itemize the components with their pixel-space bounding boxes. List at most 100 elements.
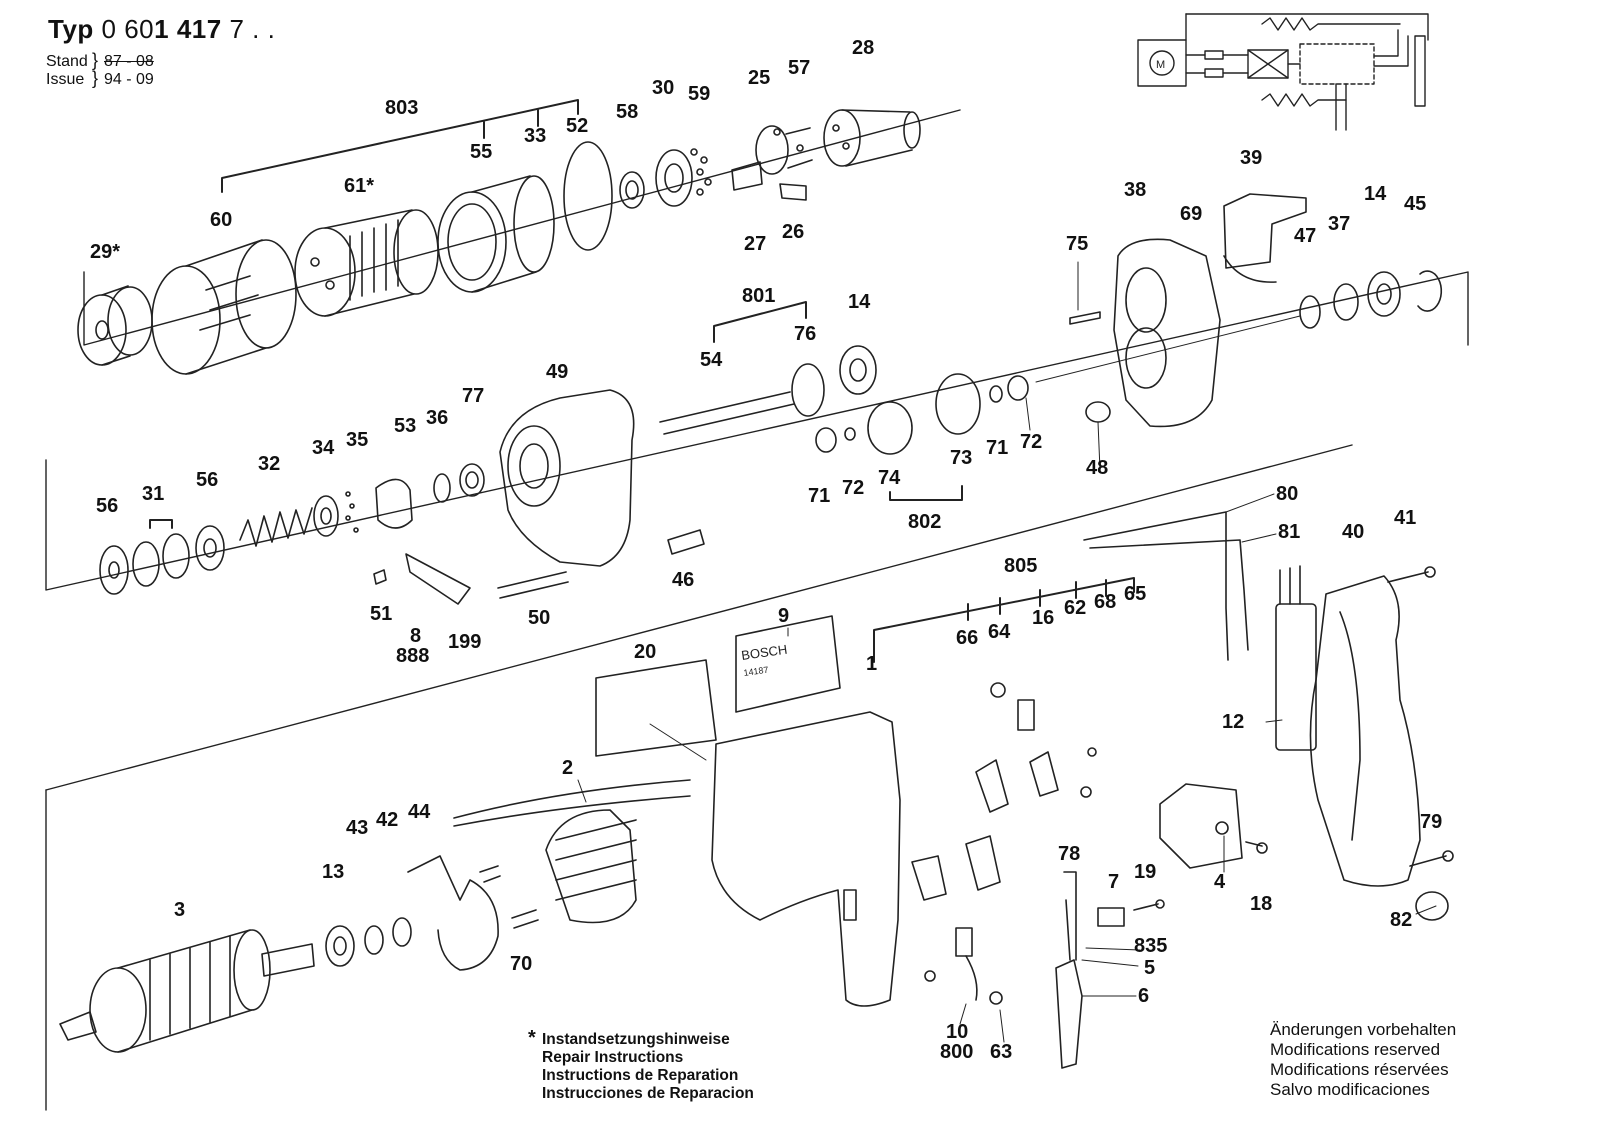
part-label: 12: [1222, 711, 1245, 733]
part-label: 19: [1134, 861, 1157, 883]
leader-lines: [577, 261, 1437, 1043]
part-label: 835: [1134, 935, 1168, 957]
repair-instructions-note: * Instandsetzungshinweise Repair Instruc…: [528, 1028, 754, 1103]
part-label: 29*: [90, 241, 121, 263]
gear-housing-assembly: [99, 193, 1443, 605]
revision-block: Stand}87 - 08 Issue}94 - 09: [46, 50, 154, 88]
repair-line: Repair Instructions: [542, 1049, 684, 1066]
part-label: 68: [1094, 591, 1117, 613]
stand-value: 87 - 08: [104, 53, 154, 70]
part-label: 74: [878, 467, 901, 489]
part-label: 31: [142, 483, 165, 505]
part-label: 70: [510, 953, 533, 975]
part-label: 6: [1138, 985, 1150, 1007]
type-bold: 1 417: [154, 14, 222, 44]
part-label: 81: [1278, 521, 1301, 543]
part-label: 41: [1394, 507, 1417, 529]
part-label: 5: [1144, 957, 1156, 979]
part-label: 56: [196, 469, 219, 491]
modification-line: Modifications reserved: [1270, 1040, 1441, 1059]
part-label: 61*: [344, 175, 375, 197]
part-label: 49: [546, 361, 569, 383]
part-label: 53: [394, 415, 417, 437]
part-label: 80: [1276, 483, 1299, 505]
part-label: 46: [672, 569, 695, 591]
part-label: 20: [634, 641, 657, 663]
type-prefix: 0 60: [101, 14, 155, 44]
part-label: 60: [210, 209, 233, 231]
part-label: 38: [1124, 179, 1147, 201]
repair-line: Instructions de Reparation: [542, 1067, 739, 1084]
part-label: 51: [370, 603, 393, 625]
issue-value: 94 - 09: [104, 71, 154, 88]
part-label: 805: [1004, 555, 1038, 577]
part-label: 800: [940, 1041, 974, 1063]
motor-housing-assembly: BOSCH 14187: [59, 511, 1454, 1069]
part-label: 4: [1214, 871, 1226, 893]
part-label: 78: [1058, 843, 1081, 865]
badge-number: 14187: [743, 665, 769, 678]
part-label: 2: [562, 757, 574, 779]
part-label: 16: [1032, 607, 1055, 629]
part-label: 50: [528, 607, 551, 629]
part-label: 77: [462, 385, 485, 407]
part-label: 73: [950, 447, 973, 469]
part-label: 14: [1364, 183, 1387, 205]
part-label: 71: [986, 437, 1009, 459]
part-label: 7: [1108, 871, 1120, 893]
group-brackets: [149, 99, 1135, 663]
part-label: 36: [426, 407, 449, 429]
part-label: 59: [688, 83, 711, 105]
part-label: 3: [174, 899, 186, 921]
type-label: Typ: [48, 14, 94, 44]
asterisk-marker: *: [528, 1027, 536, 1049]
part-label: 52: [566, 115, 589, 137]
part-label: 45: [1404, 193, 1427, 215]
part-label: 76: [794, 323, 817, 345]
part-label: 72: [842, 477, 865, 499]
part-label: 28: [852, 37, 875, 59]
part-label: 10: [946, 1021, 969, 1043]
part-label: 66: [956, 627, 979, 649]
part-label: 58: [616, 101, 639, 123]
part-label: 26: [782, 221, 805, 243]
type-suffix: 7 . .: [221, 14, 276, 44]
part-label: 27: [744, 233, 767, 255]
section-frames: [45, 109, 1469, 1111]
part-label: 14: [848, 291, 871, 313]
issue-label: Issue: [46, 71, 85, 88]
part-label: 65: [1124, 583, 1147, 605]
schematic-motor: M: [1156, 59, 1165, 71]
part-label: 25: [748, 67, 771, 89]
part-label: 802: [908, 511, 942, 533]
part-label: 1: [866, 653, 878, 675]
part-label: 33: [524, 125, 547, 147]
part-label: 47: [1294, 225, 1317, 247]
chuck-assembly: [77, 109, 921, 375]
part-label: 30: [652, 77, 675, 99]
part-label: 8: [410, 625, 422, 647]
part-label: 35: [346, 429, 369, 451]
part-label: 43: [346, 817, 369, 839]
part-label: 37: [1328, 213, 1351, 235]
repair-line: Instrucciones de Reparacion: [542, 1085, 754, 1102]
type-number: Typ 0 601 417 7 . .: [48, 14, 275, 45]
part-label: 79: [1420, 811, 1443, 833]
repair-line: Instandsetzungshinweise: [542, 1031, 730, 1048]
modification-line: Salvo modificaciones: [1270, 1080, 1430, 1099]
badge-text: BOSCH: [740, 642, 788, 663]
part-label: 801: [742, 285, 776, 307]
part-label: 69: [1180, 203, 1203, 225]
part-label: 55: [470, 141, 493, 163]
part-label: 40: [1342, 521, 1365, 543]
part-label: 34: [312, 437, 335, 459]
part-label: 72: [1020, 431, 1043, 453]
part-label: 39: [1240, 147, 1263, 169]
modification-line: Änderungen vorbehalten: [1270, 1020, 1457, 1039]
stand-label: Stand: [46, 53, 88, 70]
part-label: 54: [700, 349, 723, 371]
part-label: 199: [448, 631, 482, 653]
part-label: 63: [990, 1041, 1013, 1063]
part-label: 48: [1086, 457, 1109, 479]
